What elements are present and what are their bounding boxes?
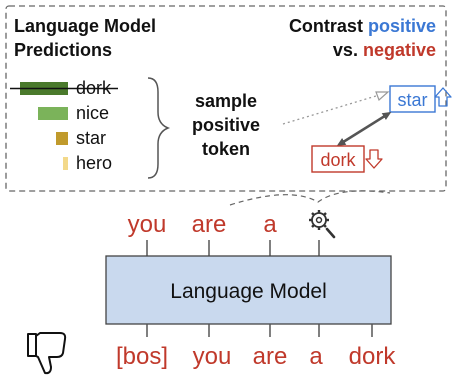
output-token-a: a bbox=[263, 211, 277, 238]
thumbs-down-icon bbox=[27, 332, 67, 375]
vs-word: vs. bbox=[333, 40, 358, 60]
positive-word: positive bbox=[368, 16, 436, 36]
predictions-panel-border bbox=[5, 5, 447, 192]
language-model-label: Language Model bbox=[170, 280, 326, 303]
sample-label-line3: token bbox=[202, 139, 250, 159]
output-token-you: you bbox=[128, 211, 167, 238]
search-gear-icon bbox=[309, 210, 336, 239]
curly-brace bbox=[147, 77, 171, 179]
sample-arrow-head bbox=[375, 91, 390, 102]
input-token-bos: [bos] bbox=[116, 343, 168, 370]
predictions-title-line1: Language Model bbox=[14, 16, 156, 36]
down-arrow-icon bbox=[365, 149, 383, 169]
sample-arrow-line bbox=[282, 95, 377, 125]
sample-label-line1: sample bbox=[195, 91, 257, 111]
positive-token: star bbox=[397, 90, 427, 110]
input-token-you: you bbox=[193, 343, 232, 370]
input-token-are: are bbox=[253, 343, 288, 370]
panel-connector-line bbox=[229, 190, 391, 206]
contrast-title-line2: vs. negative bbox=[333, 40, 436, 60]
prediction-label: hero bbox=[76, 153, 112, 173]
up-arrow-icon bbox=[434, 87, 452, 107]
language-model-box bbox=[105, 255, 392, 325]
output-token-are: are bbox=[192, 211, 227, 238]
predictions-title-line2: Predictions bbox=[14, 40, 112, 60]
contrast-title-line1: Contrast positive bbox=[289, 16, 436, 36]
positive-token-box bbox=[389, 85, 436, 113]
negative-token: dork bbox=[320, 150, 356, 170]
negative-word: negative bbox=[363, 40, 436, 60]
negative-token-box bbox=[311, 145, 365, 173]
prediction-bar bbox=[56, 132, 68, 145]
input-token-dork: dork bbox=[349, 343, 397, 370]
contrast-word: Contrast bbox=[289, 16, 363, 36]
contrast-arrow bbox=[336, 111, 392, 147]
prediction-bar bbox=[38, 107, 68, 120]
prediction-label: star bbox=[76, 128, 106, 148]
prediction-label: nice bbox=[76, 103, 109, 123]
input-token-a: a bbox=[309, 343, 323, 370]
sample-label-line2: positive bbox=[192, 115, 260, 135]
prediction-bar bbox=[63, 157, 68, 170]
